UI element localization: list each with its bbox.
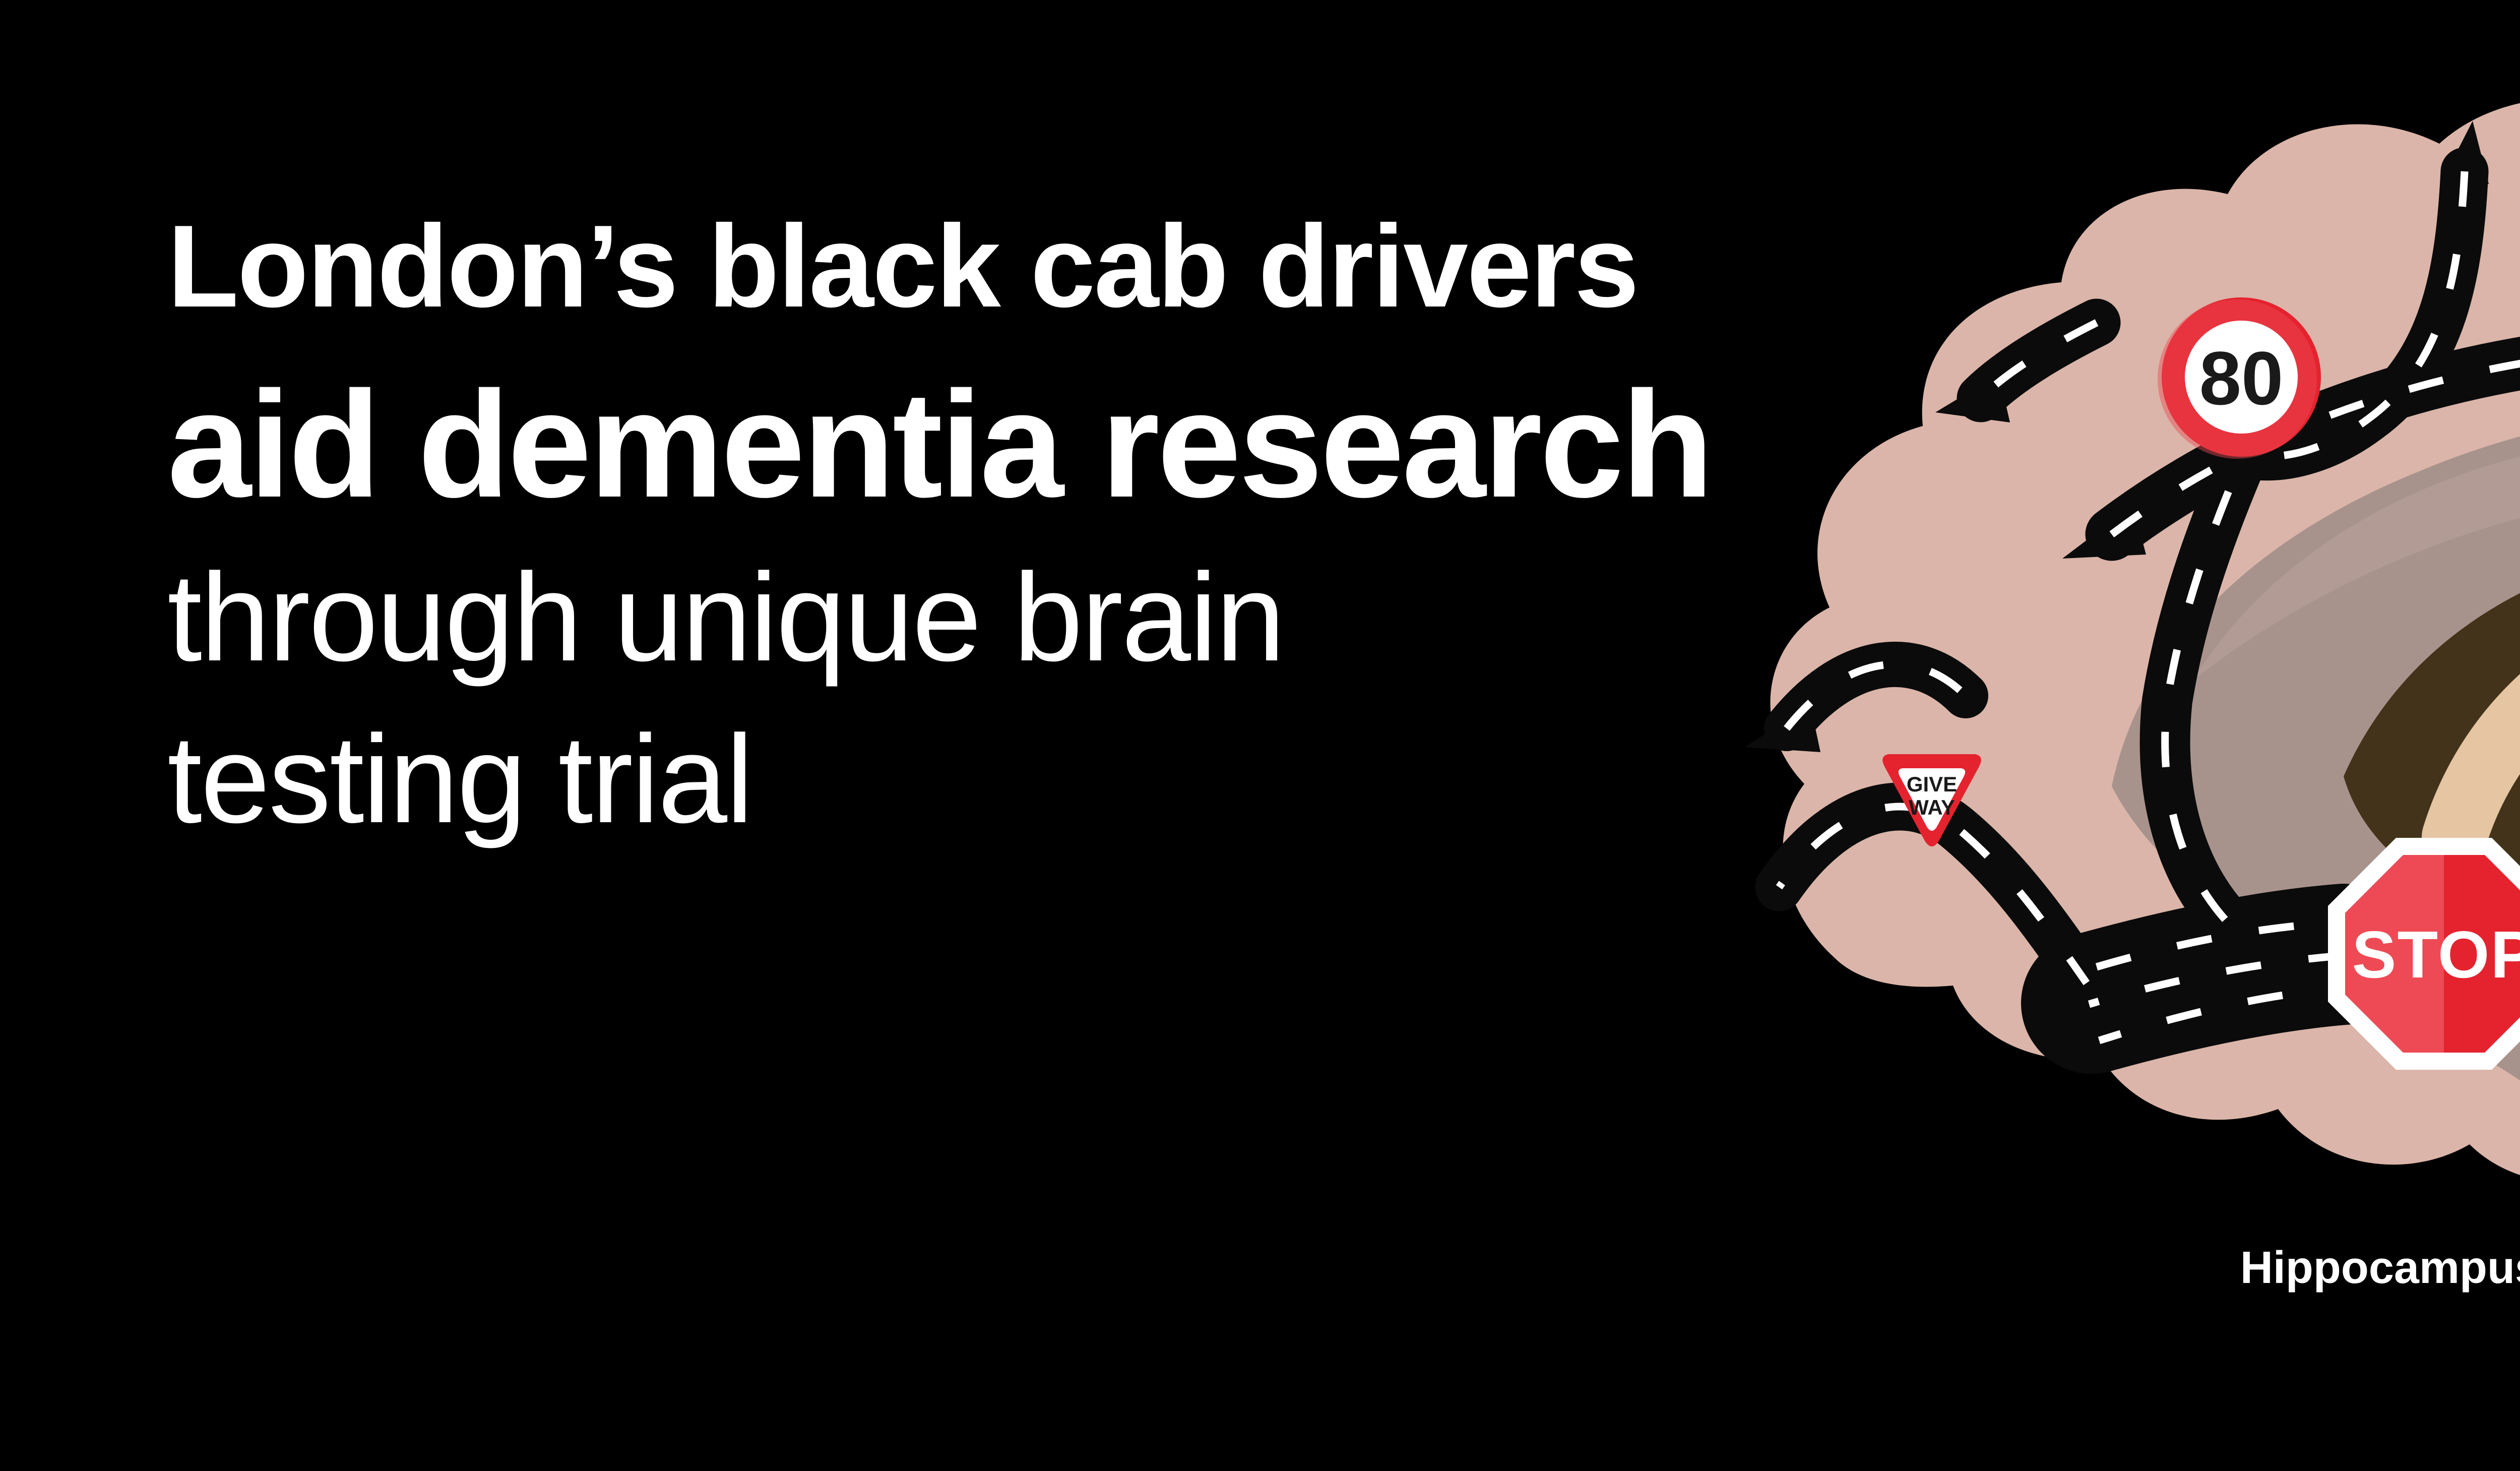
road-dash-line: [1784, 660, 1969, 731]
give-way-face: [1898, 768, 1966, 831]
stop-text: STOP: [2352, 917, 2520, 992]
road-tip: [2440, 121, 2489, 184]
stop-sign-face-right: [2444, 855, 2520, 1053]
headline-line-3: through unique brain: [167, 547, 1285, 687]
road-dash-line: [1776, 803, 2090, 986]
headline-line-4: testing trial: [167, 709, 753, 849]
give-way-text-line1: GIVE: [1907, 772, 1957, 796]
road-tips: [1745, 121, 2489, 752]
roads: [1745, 121, 2520, 1074]
speed-limit-sign: 80: [2158, 297, 2321, 459]
road-merge: [2021, 884, 2414, 1074]
speed-limit-face: [2185, 321, 2298, 434]
road-dash-line: [2109, 359, 2520, 537]
headline: London’s black cab drivers aid dementia …: [167, 181, 1714, 860]
hippocampus-annotation: Hippocampus: [2240, 1243, 2520, 1293]
speed-limit-text: 80: [2199, 336, 2284, 420]
road-dash-line: [1978, 319, 2099, 401]
stop-sign: STOP: [2328, 838, 2520, 1070]
road-tip: [1935, 374, 2010, 422]
headline-line-1: London’s black cab drivers: [167, 201, 1639, 332]
hippocampus-label: Hippocampus: [2240, 1243, 2520, 1293]
traffic-signs: 80 ! GIVE WAY STOP: [1882, 297, 2520, 1070]
give-way-text-line2: WAY: [1909, 795, 1955, 819]
road-dash-line: [2161, 432, 2256, 931]
road-tip: [2062, 505, 2146, 559]
road-dash-line: [2257, 171, 2469, 461]
headline-line-2: aid dementia research: [167, 359, 1714, 529]
give-way-sign: GIVE WAY: [1882, 754, 1981, 846]
inner-limbic-highlight: [2192, 456, 2520, 681]
road-dashes: [1776, 171, 2520, 1045]
